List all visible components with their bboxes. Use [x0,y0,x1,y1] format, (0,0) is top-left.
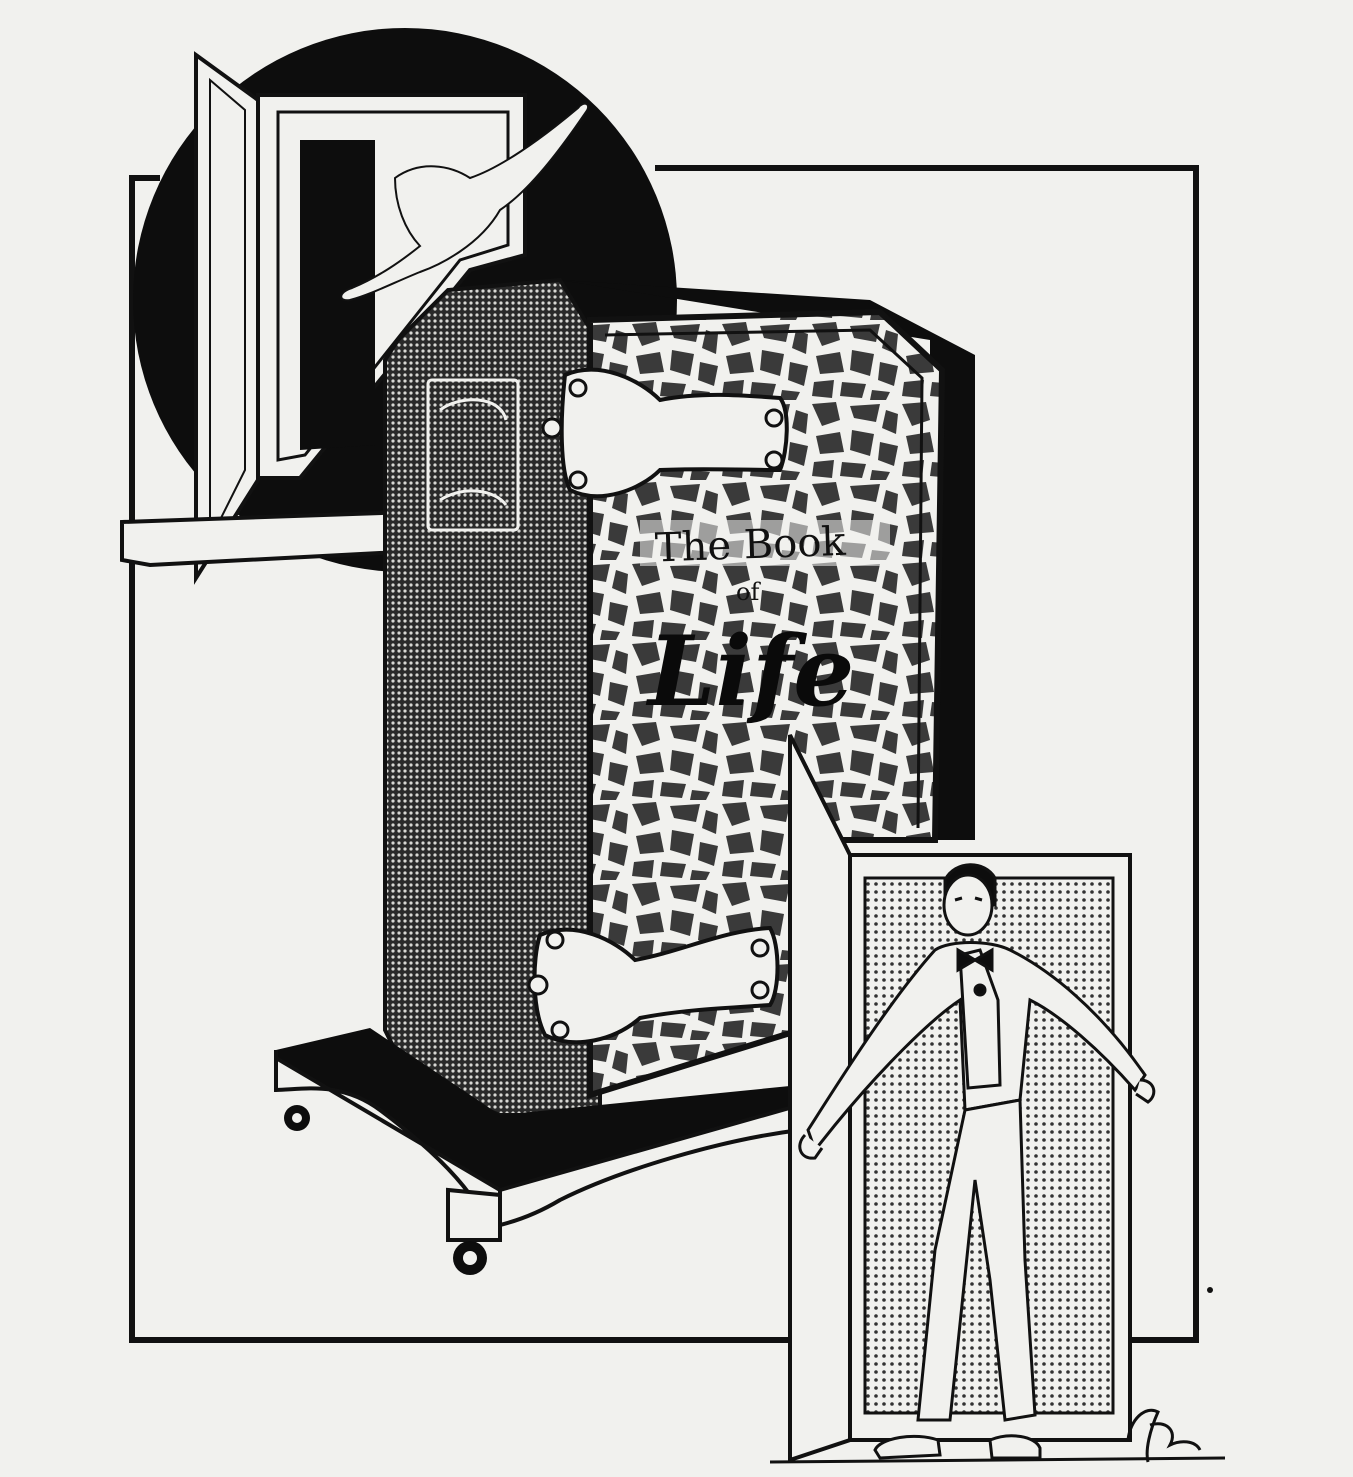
spine-ornament [426,378,520,532]
open-door-leaf [788,734,852,1463]
cart-wheel-left [284,1105,310,1131]
man-in-tuxedo [798,863,1156,1460]
flying-woman-silhouette [340,102,590,302]
bottom-clasp [527,925,780,1045]
cart-wheel-front [453,1241,487,1275]
floor-line [769,1456,1226,1464]
ink-speck [1207,1287,1213,1293]
window-pane-open [194,51,260,585]
book-title: The Book of Life [640,519,890,728]
top-clasp [541,367,789,499]
artist-signature [1126,1408,1202,1463]
book-title-line3: Life [645,615,854,728]
book-cover [587,308,946,1100]
book-title-line2: of [736,578,761,606]
book-title-line1: The Book [654,519,847,572]
window-sill [120,509,413,568]
book-cart [274,1028,802,1242]
border-frame [129,165,1199,1343]
